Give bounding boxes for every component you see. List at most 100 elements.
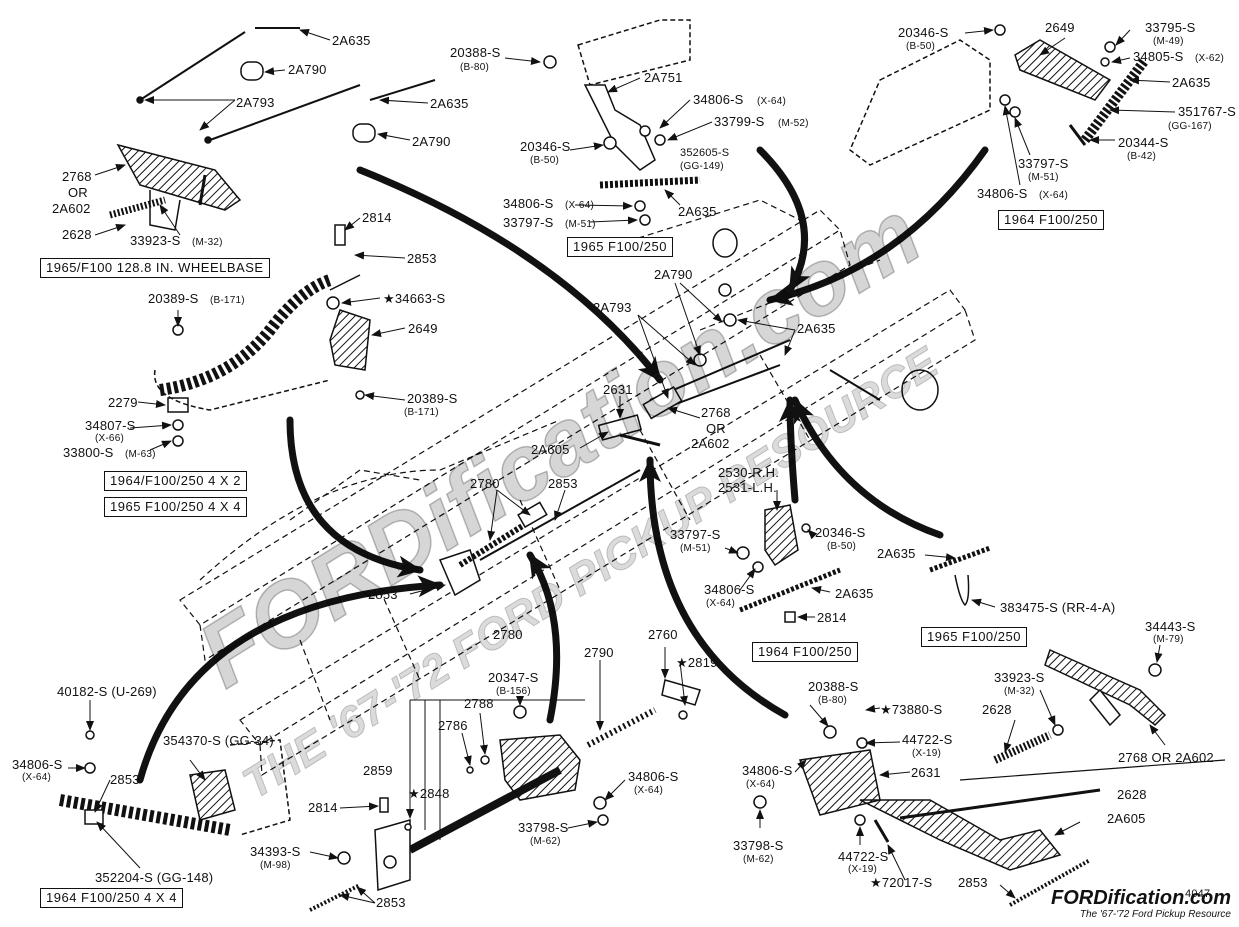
caption-1965-f100-250-top: 1965 F100/250 bbox=[567, 237, 673, 257]
part-label: 2790 bbox=[584, 645, 614, 660]
bracket-group-1965-f100-250 bbox=[543, 19, 701, 226]
part-label-sub: (M-51) bbox=[1028, 172, 1059, 183]
part-label: 2631 bbox=[911, 765, 941, 780]
part-label: 2A605 bbox=[531, 442, 570, 457]
part-label: ★2819 bbox=[676, 655, 718, 670]
part-label: 2A635 bbox=[877, 546, 916, 561]
part-label-sub: (X-64) bbox=[757, 96, 786, 107]
part-label: 2A602 bbox=[52, 201, 91, 216]
part-label-sub: (X-66) bbox=[95, 433, 124, 444]
part-label: 2814 bbox=[308, 800, 338, 815]
part-label: 33795-S bbox=[1145, 20, 1196, 35]
figure-number: 4047 bbox=[1185, 888, 1211, 900]
caption-1964-f100-250-4x4-bottom: 1964 F100/250 4 X 4 bbox=[40, 888, 183, 908]
part-label: 34806-S bbox=[693, 92, 744, 107]
part-label: 34806-S bbox=[628, 769, 679, 784]
part-label-sub: (X-64) bbox=[1039, 190, 1068, 201]
caption-1964-f100-250-4x2: 1964/F100/250 4 X 2 bbox=[104, 471, 247, 491]
pedal-bracket-group bbox=[753, 648, 1226, 907]
part-label: 2A790 bbox=[412, 134, 451, 149]
part-label-sub: (GG-149) bbox=[680, 161, 724, 172]
part-label: 34806-S bbox=[12, 757, 63, 772]
part-label-sub: (B-50) bbox=[827, 541, 856, 552]
part-label-sub: (B-50) bbox=[906, 41, 935, 52]
part-label: 2A751 bbox=[644, 70, 683, 85]
cable-bracket-group-4x2-4x4 bbox=[153, 224, 371, 447]
cable-clip-group-1964-4x4 bbox=[58, 730, 291, 836]
parking-brake-control-group bbox=[309, 679, 701, 912]
part-label: 2A605 bbox=[1107, 811, 1146, 826]
part-label: 2760 bbox=[648, 627, 678, 642]
part-label: 2859 bbox=[363, 763, 393, 778]
part-label-sub: (M-52) bbox=[778, 118, 809, 129]
part-label: 20388-S bbox=[808, 679, 859, 694]
part-label: 2A793 bbox=[593, 300, 632, 315]
part-label: 44722-S bbox=[838, 849, 889, 864]
part-label-sub: (B-80) bbox=[460, 62, 489, 73]
part-label-sub: (B-156) bbox=[496, 686, 531, 697]
part-label: 20389-S bbox=[148, 291, 199, 306]
part-label: 2853 bbox=[376, 895, 406, 910]
brand-logo-tagline: The '67-'72 Ford Pickup Resource bbox=[1079, 909, 1231, 920]
caption-1964-f100-250-mid: 1964 F100/250 bbox=[752, 642, 858, 662]
equalizer-group-1965-128wb bbox=[109, 27, 436, 231]
part-label: 33797-S bbox=[503, 215, 554, 230]
part-label: 2A793 bbox=[236, 95, 275, 110]
part-label: 2768 bbox=[62, 169, 92, 184]
part-label: 2649 bbox=[1045, 20, 1075, 35]
part-label-sub: (X-64) bbox=[634, 785, 663, 796]
part-label: ★72017-S bbox=[870, 875, 933, 890]
part-label-sub: (B-50) bbox=[530, 155, 559, 166]
part-label: 2780 bbox=[493, 627, 523, 642]
part-label: 20346-S bbox=[520, 139, 571, 154]
part-label: 2A635 bbox=[797, 321, 836, 336]
part-label: 2853 bbox=[407, 251, 437, 266]
part-label: ★2848 bbox=[408, 786, 450, 801]
part-label-sub: (X-62) bbox=[1195, 53, 1224, 64]
caption-1965-f100-250-right: 1965 F100/250 bbox=[921, 627, 1027, 647]
brand-logo-text: FORDification.com bbox=[1050, 887, 1231, 909]
part-label: 2A635 bbox=[678, 204, 717, 219]
part-label: 20389-S bbox=[407, 391, 458, 406]
caption-1965-f100-128-wheelbase: 1965/F100 128.8 IN. WHEELBASE bbox=[40, 258, 270, 278]
part-label-sub: (M-62) bbox=[530, 836, 561, 847]
part-label: 2768 OR 2A602 bbox=[1118, 750, 1214, 765]
bracket-group-1964-f100-250-top bbox=[849, 24, 1149, 166]
part-label: 34805-S bbox=[1133, 49, 1184, 64]
part-label-sub: (M-79) bbox=[1153, 634, 1184, 645]
part-label-sub: (GG-167) bbox=[1168, 121, 1212, 132]
part-label-sub: (X-19) bbox=[848, 864, 877, 875]
part-label: 34806-S bbox=[704, 582, 755, 597]
part-label: 33797-S bbox=[670, 527, 721, 542]
part-label: 351767-S bbox=[1178, 104, 1236, 119]
cable-end-group-right bbox=[736, 504, 991, 623]
part-label: 33798-S bbox=[733, 838, 784, 853]
part-label: 2531-L.H. bbox=[718, 480, 777, 495]
part-label: 2279 bbox=[108, 395, 138, 410]
part-label: 33800-S bbox=[63, 445, 114, 460]
part-label: 2631 bbox=[603, 382, 633, 397]
part-label: 2853 bbox=[368, 587, 398, 602]
part-label: 2628 bbox=[62, 227, 92, 242]
part-label: 2786 bbox=[438, 718, 468, 733]
part-label: 33797-S bbox=[1018, 156, 1069, 171]
part-label: 20347-S bbox=[488, 670, 539, 685]
part-label-sub: (M-49) bbox=[1153, 36, 1184, 47]
part-label: 20346-S bbox=[898, 25, 949, 40]
part-label: 2649 bbox=[408, 321, 438, 336]
truck-frame-outline bbox=[179, 199, 976, 777]
part-label: OR bbox=[706, 421, 726, 436]
part-label: 33923-S bbox=[994, 670, 1045, 685]
part-label-sub: (X-64) bbox=[706, 598, 735, 609]
part-label-sub: (M-51) bbox=[680, 543, 711, 554]
part-label-sub: (M-63) bbox=[125, 449, 156, 460]
part-label: 352204-S (GG-148) bbox=[95, 870, 214, 885]
part-label-sub: 352605-S bbox=[680, 147, 730, 159]
center-equalizer-assembly bbox=[438, 228, 939, 597]
part-label-sub: (B-80) bbox=[818, 695, 847, 706]
part-label: 34443-S bbox=[1145, 619, 1196, 634]
part-label-sub: (X-64) bbox=[565, 200, 594, 211]
part-label: 2A602 bbox=[691, 436, 730, 451]
part-label: 33923-S bbox=[130, 233, 181, 248]
part-label: 44722-S bbox=[902, 732, 953, 747]
